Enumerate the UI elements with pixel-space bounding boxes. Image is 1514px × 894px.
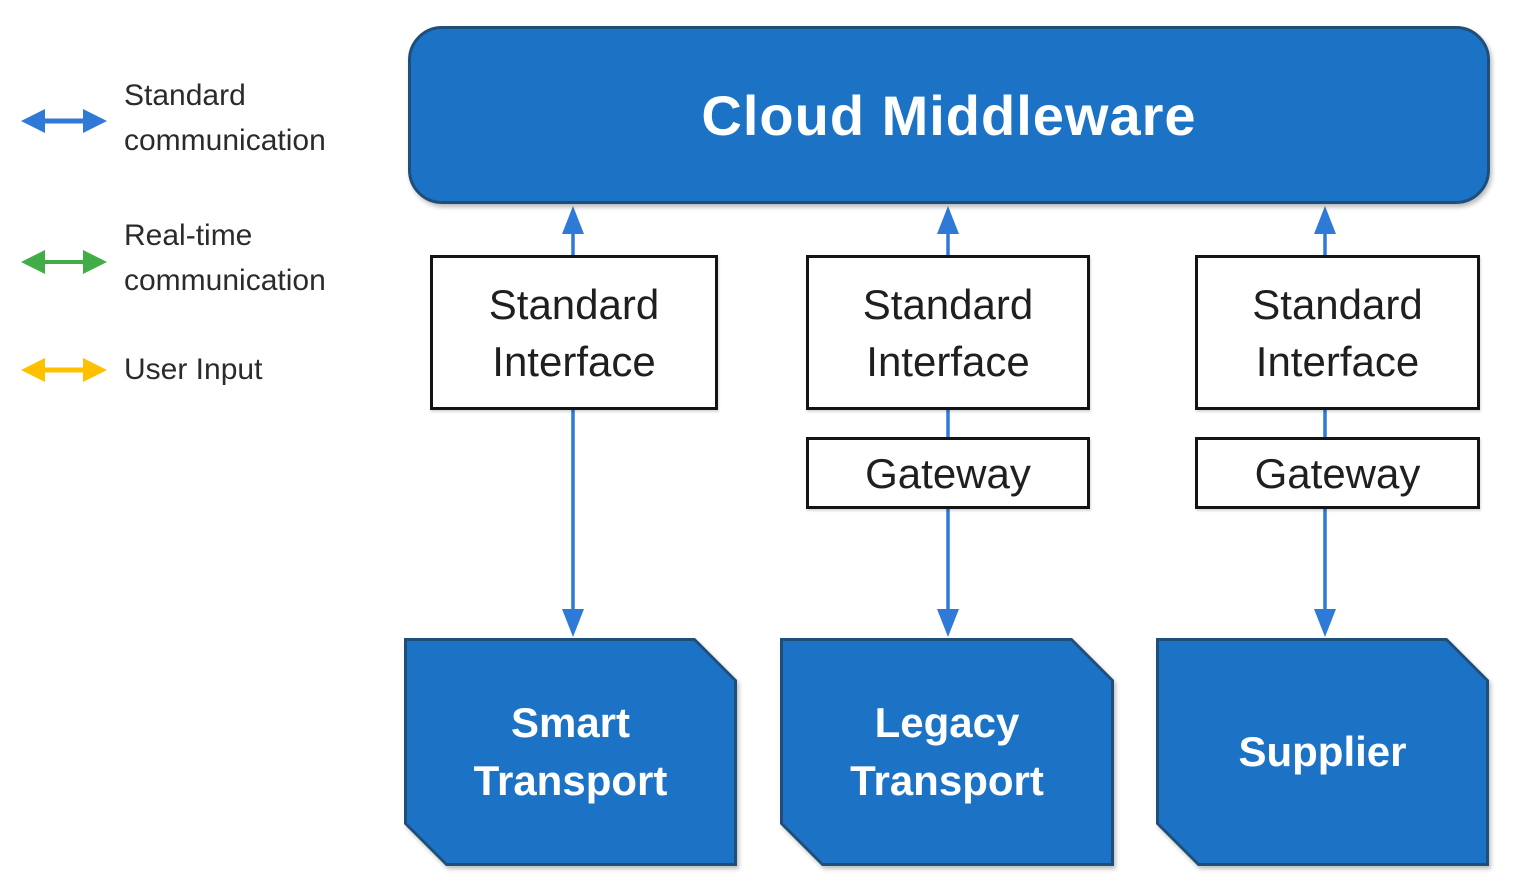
yellow-double-arrow-icon bbox=[21, 358, 107, 382]
smart-transport-node: Smart Transport bbox=[404, 638, 737, 866]
standard-interface-label: Standard Interface bbox=[862, 280, 1034, 385]
blue-double-arrow-icon bbox=[21, 109, 107, 133]
standard-interface-node-col3: Standard Interface bbox=[1195, 255, 1480, 410]
gateway-label: Gateway bbox=[1254, 449, 1421, 497]
gateway-label: Gateway bbox=[865, 449, 1031, 497]
legacy-transport-node: Legacy Transport bbox=[780, 638, 1114, 866]
supplier-node: Supplier bbox=[1156, 638, 1489, 866]
cloud-middleware-label: Cloud Middleware bbox=[701, 83, 1197, 147]
cloud-middleware-node: Cloud Middleware bbox=[408, 26, 1490, 204]
smart-transport-label: Smart Transport bbox=[473, 699, 668, 804]
legend-label-realtime-communication: Real-time communication bbox=[124, 219, 326, 297]
gateway-node-col2: Gateway bbox=[806, 437, 1090, 509]
standard-interface-label: Standard Interface bbox=[1252, 280, 1423, 385]
smart-transport-node-fill: Smart Transport bbox=[407, 641, 734, 863]
green-double-arrow-icon bbox=[21, 250, 107, 274]
standard-interface-node-col2: Standard Interface bbox=[806, 255, 1090, 410]
standard-interface-node-col1: Standard Interface bbox=[430, 255, 718, 410]
standard-interface-label: Standard Interface bbox=[488, 280, 660, 385]
supplier-label: Supplier bbox=[1238, 728, 1407, 775]
legacy-transport-node-fill: Legacy Transport bbox=[783, 641, 1111, 863]
legacy-transport-label: Legacy Transport bbox=[850, 699, 1044, 804]
gateway-node-col3: Gateway bbox=[1195, 437, 1480, 509]
supplier-node-fill: Supplier bbox=[1159, 641, 1486, 863]
legend-label-standard-communication: Standard communication bbox=[124, 79, 326, 157]
legend-label-user-input: User Input bbox=[124, 353, 263, 386]
